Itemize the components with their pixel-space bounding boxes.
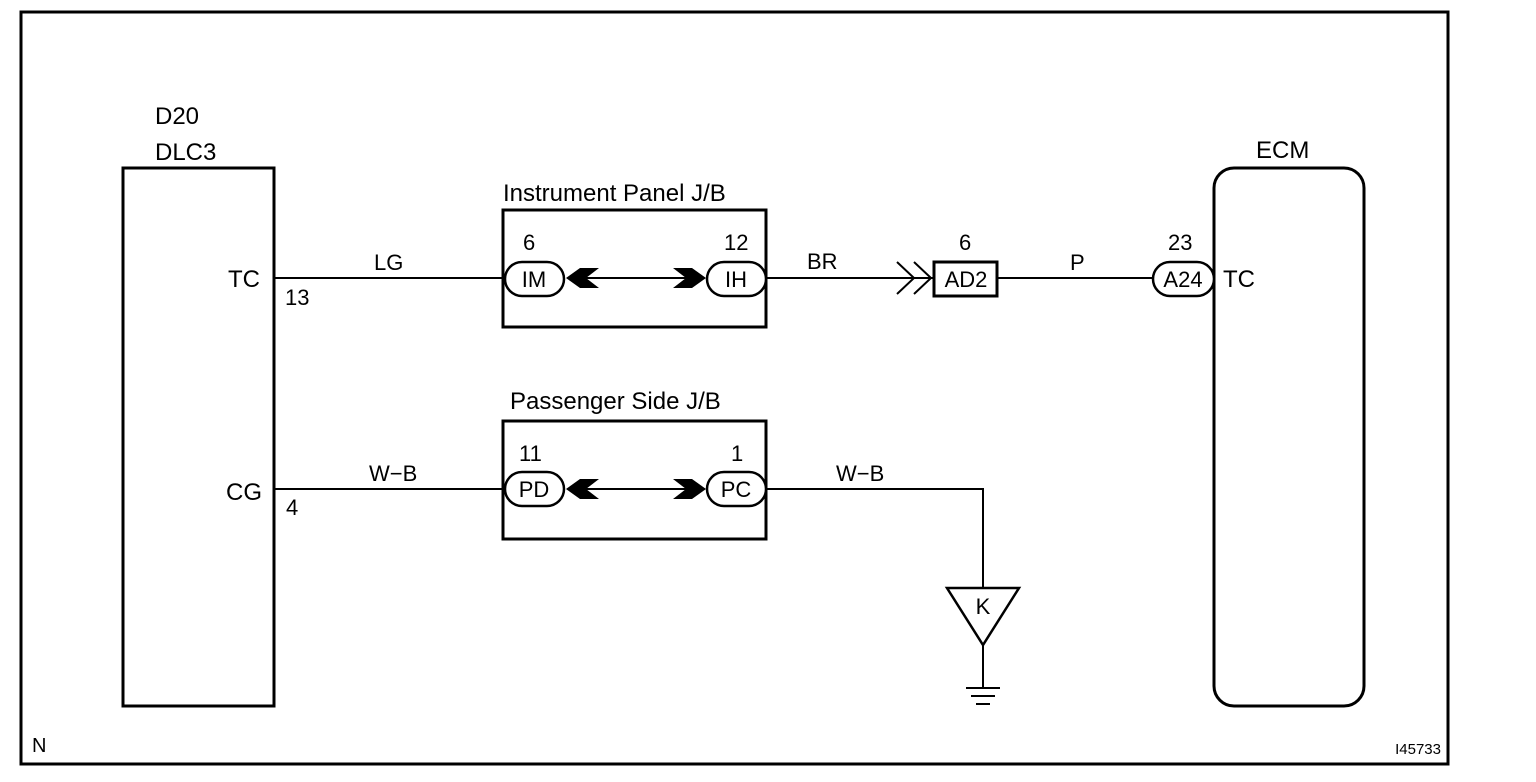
passenger-side-jb: Passenger Side J/B 11 PD 1 PC bbox=[501, 388, 768, 541]
wire-label-p: P bbox=[1070, 250, 1085, 275]
connector-pd-label: PD bbox=[519, 477, 550, 502]
ad2-box bbox=[932, 260, 999, 298]
connector-pc bbox=[705, 470, 768, 508]
connector-im-label: IM bbox=[522, 267, 546, 292]
ground-point-label: K bbox=[976, 594, 991, 619]
ad2-pin: 6 bbox=[959, 230, 971, 255]
connector-a24 bbox=[1151, 260, 1216, 298]
ground-point-k: K bbox=[944, 586, 1022, 705]
connector-ih-label: IH bbox=[725, 267, 747, 292]
instrument-panel-jb: Instrument Panel J/B 6 IM 12 IH bbox=[501, 180, 768, 329]
connector-arrow-right-icon bbox=[673, 479, 706, 499]
dlc3-pin-tc-number: 13 bbox=[285, 285, 309, 310]
connector-ih-pin: 12 bbox=[724, 230, 748, 255]
wire-jb-to-ground bbox=[766, 488, 984, 588]
wire-label-cg-wb: W−B bbox=[369, 461, 417, 486]
connector-pd bbox=[503, 470, 566, 508]
dlc3-pin-cg-number: 4 bbox=[286, 495, 298, 520]
dlc3-code: D20 bbox=[155, 103, 199, 130]
ad2-label: AD2 bbox=[945, 267, 988, 292]
connector-im bbox=[503, 260, 566, 298]
connector-arrow-right-icon bbox=[673, 268, 706, 288]
connector-a24-label: A24 bbox=[1163, 267, 1202, 292]
dlc3-component: D20 DLC3 TC 13 CG 4 bbox=[121, 103, 309, 708]
connector-arrow-left-icon bbox=[566, 268, 599, 288]
wire-label-lg: LG bbox=[374, 250, 403, 275]
passenger-side-jb-box bbox=[501, 419, 768, 541]
connector-im-pin: 6 bbox=[523, 230, 535, 255]
ecm-component: ECM 23 A24 TC bbox=[1151, 137, 1366, 708]
dlc3-box bbox=[121, 166, 276, 708]
connector-ih bbox=[705, 260, 768, 298]
ground-symbol-icon bbox=[966, 687, 1000, 705]
connector-pd-pin: 11 bbox=[519, 441, 542, 466]
ad2-connector: 6 AD2 bbox=[896, 230, 999, 298]
ad2-arrow-inner-icon bbox=[913, 261, 933, 295]
ad2-arrow-outer-icon bbox=[896, 261, 916, 295]
instrument-panel-jb-box bbox=[501, 208, 768, 329]
wire-label-br: BR bbox=[807, 249, 838, 274]
ecm-pin-tc-label: TC bbox=[1223, 266, 1255, 293]
ecm-box bbox=[1212, 166, 1366, 708]
figure-id: I45733 bbox=[1395, 741, 1441, 758]
ecm-name: ECM bbox=[1256, 137, 1309, 164]
connector-pc-label: PC bbox=[721, 477, 752, 502]
instrument-panel-jb-title: Instrument Panel J/B bbox=[503, 180, 726, 207]
dlc3-pin-tc-label: TC bbox=[228, 266, 260, 293]
diagram-frame bbox=[19, 10, 1450, 766]
dlc3-name: DLC3 bbox=[155, 139, 216, 166]
connector-pc-pin: 1 bbox=[731, 441, 743, 466]
connector-arrow-left-icon bbox=[566, 479, 599, 499]
wire-label-ground-wb: W−B bbox=[836, 461, 884, 486]
corner-label-left: N bbox=[32, 735, 46, 757]
ecm-connector-pin: 23 bbox=[1168, 230, 1192, 255]
passenger-side-jb-title: Passenger Side J/B bbox=[510, 388, 721, 415]
ground-point-triangle-icon bbox=[944, 586, 1022, 648]
dlc3-pin-cg-label: CG bbox=[226, 479, 262, 506]
